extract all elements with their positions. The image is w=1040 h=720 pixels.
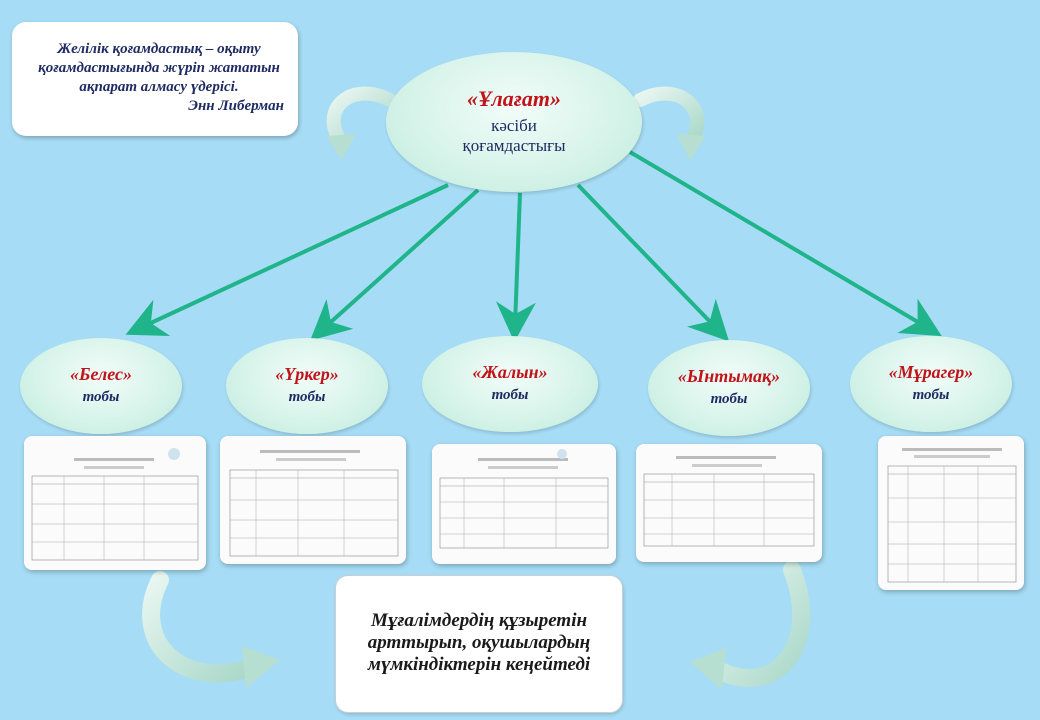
group-subtitle: тобы [491, 387, 529, 403]
group-name: «Үркер» [275, 364, 339, 384]
quote-box: Желілік қоғамдастық – оқыту қоғамдастығы… [12, 22, 298, 136]
document-thumbnail-muraager [878, 436, 1024, 590]
center-node-subtitle: кәсіби қоғамдастығы [462, 116, 566, 155]
result-text: Мұғалімдердің құзыретін арттырып, оқушыл… [367, 610, 591, 675]
curved-arrow-left-top [326, 86, 397, 160]
group-node-muraager: «Мұрагер» тобы [850, 336, 1012, 432]
document-table-drawing [887, 448, 1017, 583]
connector-arrow-muraager [628, 150, 942, 337]
group-subtitle: тобы [288, 389, 326, 405]
group-subtitle: тобы [912, 387, 950, 403]
curved-arrow-bottom-right [690, 561, 811, 690]
connector-arrow-yntymaq [576, 183, 730, 342]
document-thumbnail-zhalyn [432, 444, 616, 564]
connector-arrow-beles [125, 183, 449, 337]
center-node-ulagat: «Ұлағат» кәсіби қоғамдастығы [386, 52, 642, 192]
group-name: «Белес» [70, 364, 132, 384]
group-node-beles: «Белес» тобы [20, 338, 182, 434]
group-name: «Ынтымақ» [677, 366, 781, 386]
group-name: «Жалын» [472, 362, 548, 382]
document-thumbnail-urker [220, 436, 406, 564]
group-subtitle: тобы [82, 389, 120, 405]
connector-arrow-zhalyn [495, 192, 536, 342]
curved-arrow-right-top [633, 86, 706, 160]
result-box: Мұғалімдердің құзыретін арттырып, оқушыл… [336, 576, 622, 712]
group-name: «Мұрагер» [888, 362, 974, 382]
quote-text: Желілік қоғамдастық – оқыту қоғамдастығы… [38, 41, 280, 95]
document-table-drawing [229, 450, 399, 557]
group-node-urker: «Үркер» тобы [226, 338, 388, 434]
document-table-drawing [31, 448, 199, 561]
quote-author: Энн Либерман [188, 98, 284, 114]
group-node-yntymaq: «Ынтымақ» тобы [648, 340, 810, 436]
center-node-name: «Ұлағат» [467, 86, 561, 111]
document-thumbnail-yntymaq [636, 444, 822, 562]
document-table-drawing [643, 456, 815, 547]
group-subtitle: тобы [710, 391, 748, 407]
group-node-zhalyn: «Жалын» тобы [422, 336, 598, 432]
document-thumbnail-beles [24, 436, 206, 570]
document-table-drawing [439, 449, 609, 549]
curved-arrow-bottom-left [142, 571, 280, 688]
connector-arrow-urker [310, 188, 480, 341]
